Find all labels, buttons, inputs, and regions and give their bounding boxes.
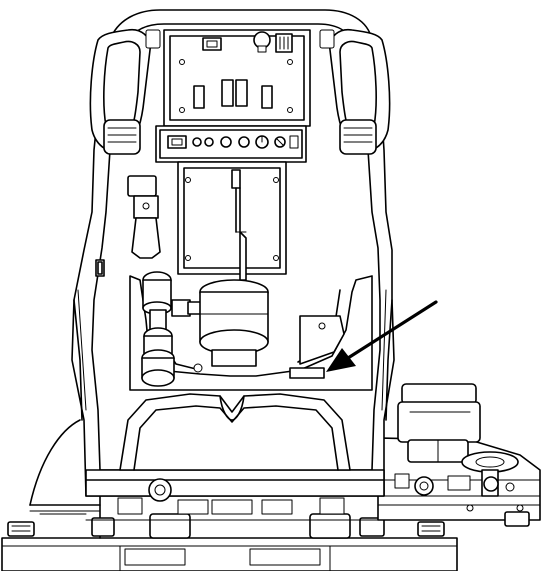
filter-cylinder	[141, 271, 203, 387]
chassis-details	[39, 497, 385, 521]
vacuum-motor	[199, 279, 269, 367]
side-brush-assembly	[377, 383, 541, 527]
base-platform	[1, 491, 458, 571]
upper-control-panel	[163, 29, 311, 127]
right-handle	[319, 28, 391, 155]
arrow-icon	[326, 300, 438, 372]
dashboard-strip	[155, 125, 307, 163]
lower-shroud	[119, 393, 351, 502]
left-handle	[89, 28, 161, 155]
left-bracket	[127, 175, 161, 259]
left-arc	[29, 259, 105, 506]
central-housing	[177, 161, 287, 281]
